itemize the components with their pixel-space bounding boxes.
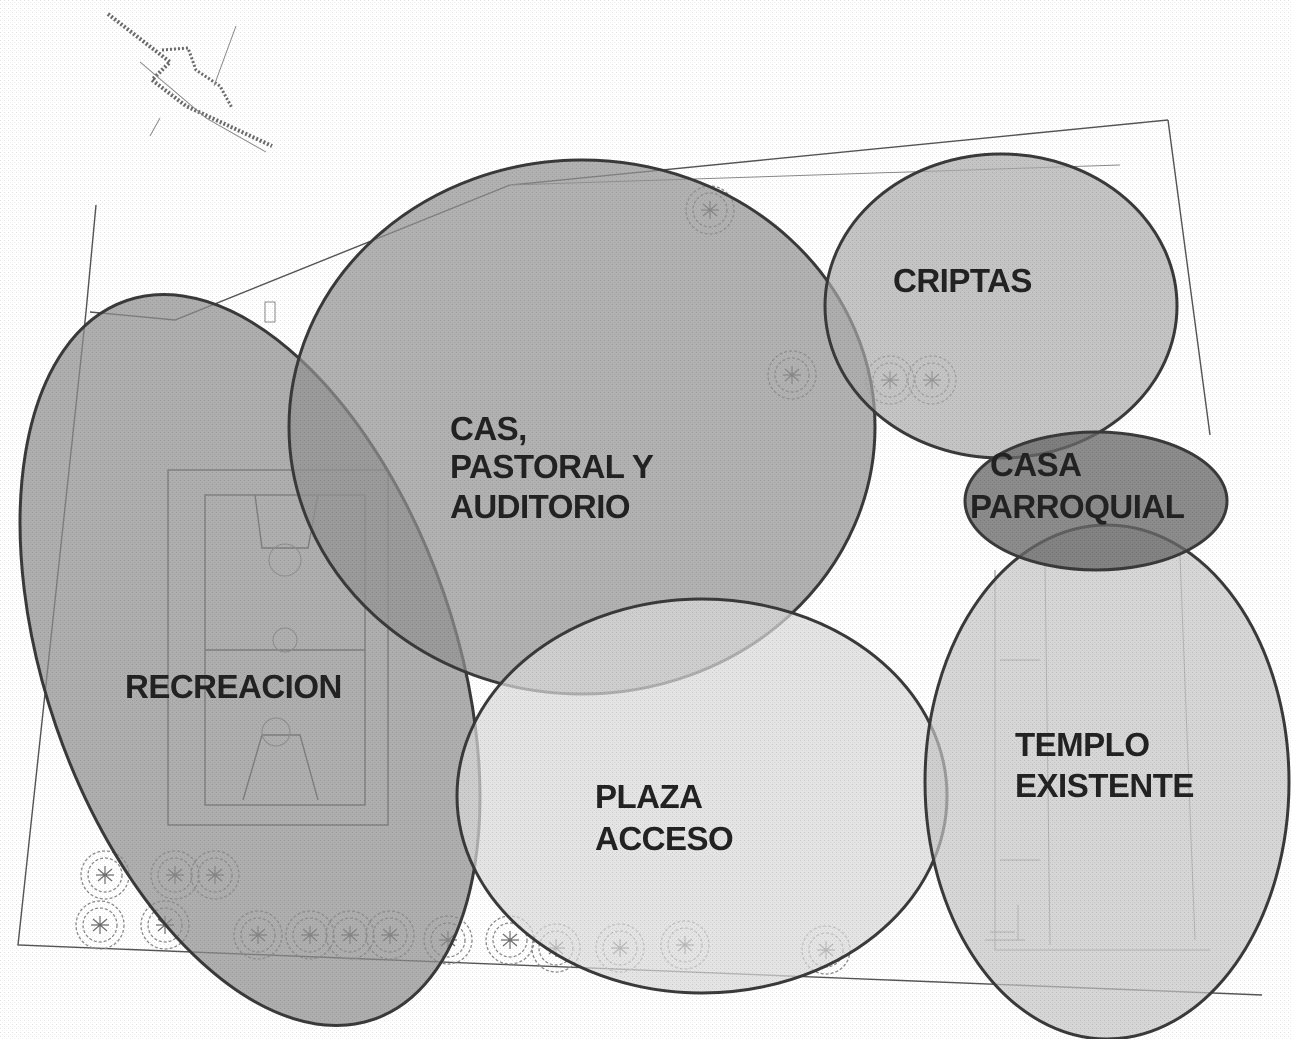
label-cas: CAS, PASTORAL Y AUDITORIO bbox=[450, 410, 662, 525]
label-casa: CASA PARROQUIAL bbox=[970, 446, 1185, 525]
label-recreacion: RECREACION bbox=[125, 668, 342, 705]
label-templo: TEMPLO EXISTENTE bbox=[1015, 726, 1194, 804]
north-arrow-icon bbox=[106, 12, 273, 153]
zone-labels: RECREACION CAS, PASTORAL Y AUDITORIO CRI… bbox=[125, 262, 1194, 857]
zone-criptas bbox=[823, 152, 1179, 460]
label-plaza: PLAZA ACCESO bbox=[595, 778, 733, 857]
label-criptas: CRIPTAS bbox=[893, 262, 1032, 299]
tree-icon bbox=[75, 900, 125, 950]
